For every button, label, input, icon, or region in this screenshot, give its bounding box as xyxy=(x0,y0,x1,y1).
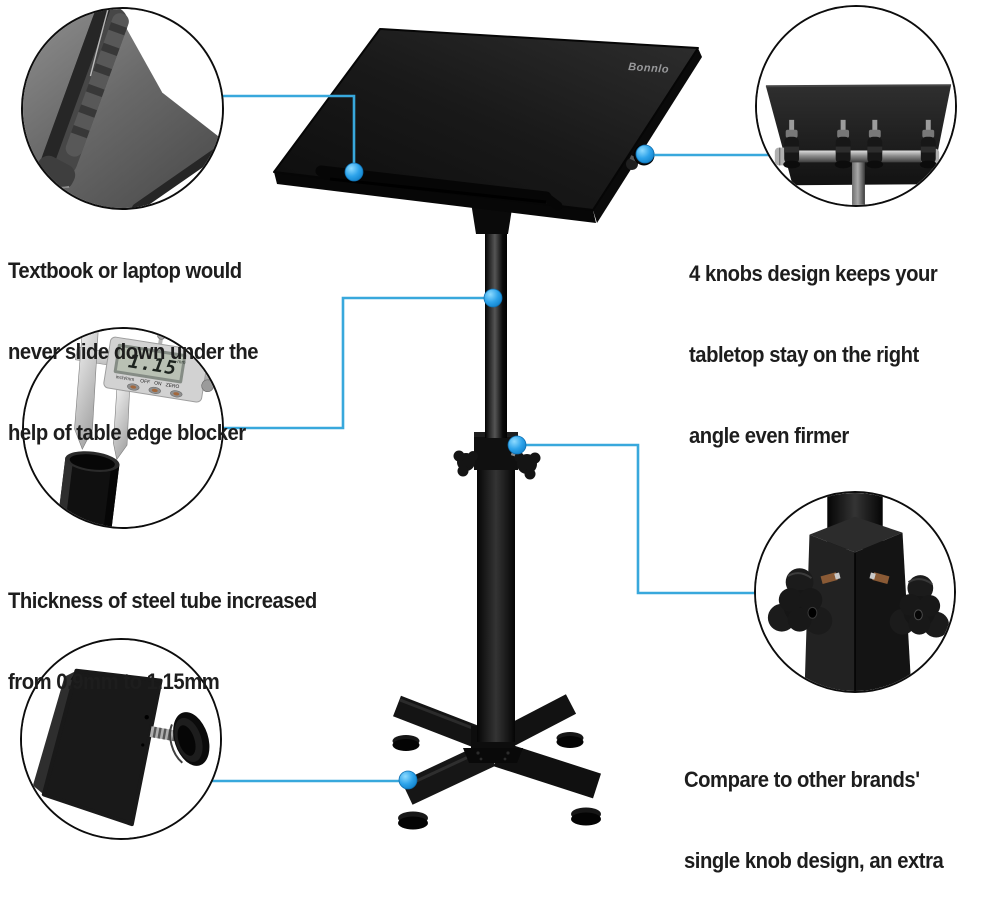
upper-round-pole xyxy=(485,196,507,438)
caption-line: angle even firmer xyxy=(689,423,849,448)
star-knob-left xyxy=(767,568,833,635)
caption-line: never slide down under the xyxy=(8,339,259,364)
caliper-zoom-photo: 1.15 mm inch/mm OFF ON ZERO xyxy=(24,329,222,527)
lower-square-tube xyxy=(453,432,541,742)
hotspot-dot-base-arm xyxy=(398,770,418,790)
caption-line: help of table edge blocker xyxy=(8,420,246,445)
leg-end xyxy=(32,668,163,827)
blocker-bar xyxy=(35,9,129,190)
support-pole xyxy=(852,159,865,205)
digital-caliper: 1.15 mm inch/mm OFF ON ZERO xyxy=(74,329,222,461)
caption-line: Thickness of steel tube increased xyxy=(8,588,317,613)
tabletop: Bonnlo xyxy=(273,28,702,223)
caption-line: Compare to other brands' xyxy=(684,767,920,792)
caption-floor-glides: Height adjustable floor protective glide… xyxy=(2,846,369,903)
callout-circle-edge-blocker xyxy=(21,7,224,210)
caption-line: 4 knobs design keeps your xyxy=(689,261,938,286)
fastening-knobs xyxy=(783,119,937,169)
hotspot-dots xyxy=(344,144,655,790)
caption-line: tabletop stay on the right xyxy=(689,342,919,367)
caliper-off-label: OFF xyxy=(140,378,151,385)
callout-circle-floor-glide xyxy=(20,638,222,840)
caliper-lcd xyxy=(116,346,184,381)
caption-line: from 0.9mm to 1.15mm xyxy=(8,669,220,694)
brand-logo: Bonnlo xyxy=(628,61,670,76)
square-column xyxy=(804,516,912,691)
caliper-on-label: ON xyxy=(154,380,163,387)
caption-four-knobs: 4 knobs design keeps your tabletop stay … xyxy=(689,206,938,503)
floor-glide-feet xyxy=(392,732,601,830)
glide-foot-knob xyxy=(169,712,210,766)
caliper-unit-button-label: inch/mm xyxy=(115,374,134,383)
connector-steel-tube xyxy=(221,296,486,430)
callout-circle-double-knob xyxy=(754,491,956,693)
caption-line: single knob design, an extra xyxy=(684,848,944,873)
star-knob-right xyxy=(889,575,950,638)
floor-glide-zoom-photo xyxy=(22,640,220,838)
double-knob-zoom-photo xyxy=(756,493,954,691)
connector-edge-blocker xyxy=(221,94,356,166)
hotspot-dot-tilt-knob xyxy=(635,144,655,164)
callout-circle-steel-tube: 1.15 mm inch/mm OFF ON ZERO xyxy=(22,327,224,529)
caption-double-knob: Compare to other brands' single knob des… xyxy=(684,712,944,903)
callout-circle-four-knobs xyxy=(755,5,957,207)
caliper-zero-label: ZERO xyxy=(165,382,180,390)
edge-blocker-zoom-photo xyxy=(23,9,222,208)
connector-lines xyxy=(210,94,770,783)
caption-edge-blocker: Textbook or laptop would never slide dow… xyxy=(8,203,259,500)
connector-double-knob xyxy=(524,443,756,595)
caption-line: Textbook or laptop would xyxy=(8,258,242,283)
caliper-fixed-jaw xyxy=(74,329,99,450)
four-knobs-zoom-photo xyxy=(757,7,955,205)
hotspot-dot-height-clamp xyxy=(507,435,527,455)
hotspot-dot-edge-blocker xyxy=(344,162,364,182)
hotspot-dot-pole xyxy=(483,288,503,308)
caption-line: Height adjustable floor protective glide… xyxy=(2,900,369,903)
caption-steel-tube: Thickness of steel tube increased from 0… xyxy=(8,533,317,749)
caliper-lcd-unit: mm xyxy=(177,360,186,366)
